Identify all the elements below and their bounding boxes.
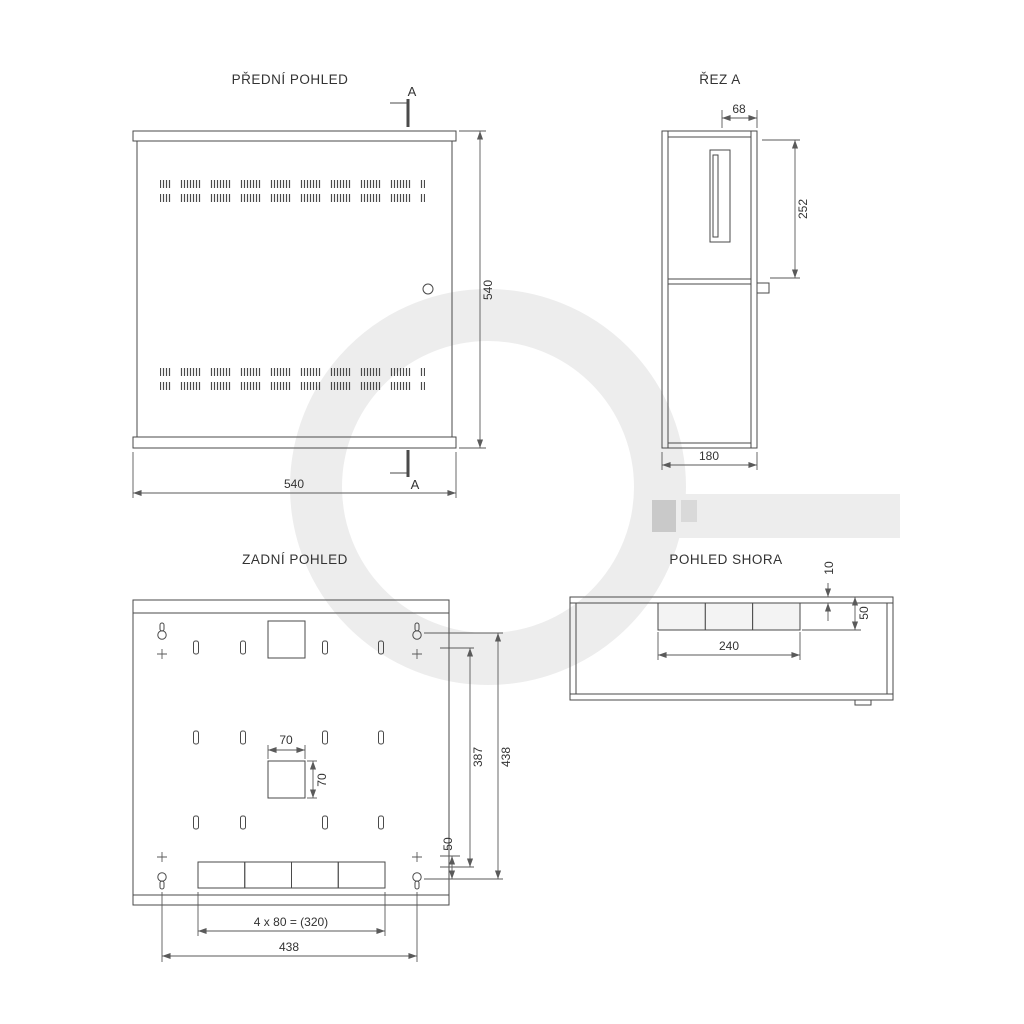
section-cut-mark-top: A (390, 84, 417, 127)
dim-section-door-depth-label: 68 (732, 102, 746, 116)
dim-rear-bottom-offset: 50 (440, 837, 460, 879)
cable-knockout (244, 861, 292, 889)
vent-slot-row (160, 180, 425, 188)
mounting-keyhole (412, 622, 422, 640)
dim-rear-bottom-offset-label: 50 (441, 837, 455, 851)
section-component (709, 149, 731, 243)
knockout-square-top (267, 620, 306, 659)
section-cut-mark-bottom: A (390, 450, 420, 492)
center-cross-mark (412, 649, 422, 659)
cable-gland (704, 602, 754, 631)
watermark-ring (290, 289, 686, 685)
dim-square-height: 70 (307, 760, 329, 799)
rear-view: ZADNÍ POHLED (132, 552, 513, 962)
dim-square-height-label: 70 (315, 773, 329, 787)
dim-rear-mount-span: 438 (424, 632, 513, 880)
section-component-rail (712, 154, 719, 238)
rear-panel-outline (132, 599, 450, 906)
dim-front-height-label: 540 (481, 280, 495, 300)
dim-knockout-row-label: 4 x 80 = (320) (254, 915, 328, 929)
watermark-bit (652, 500, 676, 532)
dim-section-depth-label: 180 (699, 449, 719, 463)
section-mark-label-top: A (408, 84, 417, 99)
dim-top-lip-label: 10 (822, 561, 836, 575)
dim-section-depth: 180 (661, 449, 758, 470)
front-view-title: PŘEDNÍ POHLED (232, 72, 349, 87)
dim-square-width: 70 (267, 733, 306, 759)
dim-front-width-label: 540 (284, 477, 304, 491)
dim-rear-mount-span-label: 438 (499, 747, 513, 767)
knockout-square-middle (267, 760, 306, 799)
vent-slot-row (160, 382, 425, 390)
top-view-title: POHLED SHORA (669, 552, 782, 567)
key-watermark (290, 289, 900, 685)
cable-knockout (291, 861, 339, 889)
section-mark-label-bottom: A (411, 477, 420, 492)
section-latch (756, 282, 770, 294)
front-bottom-cap (132, 436, 457, 449)
cable-knockout-row (197, 861, 386, 889)
cable-knockout (337, 861, 386, 889)
section-view: ŘEZ A 68 252 180 (661, 72, 810, 470)
dim-rear-width: 438 (161, 892, 418, 962)
top-view-outline (569, 596, 894, 701)
vent-slot-row (160, 368, 425, 376)
cable-gland-block (657, 602, 801, 631)
watermark-bit-2 (681, 500, 697, 522)
front-view: PŘEDNÍ POHLED A A 540 540 (132, 72, 495, 498)
top-foot (854, 699, 872, 706)
dim-rear-inner-span: 387 (440, 647, 485, 868)
dim-gland-depth-label: 50 (857, 606, 871, 620)
center-cross-mark (412, 852, 422, 862)
dim-front-height: 540 (459, 130, 495, 449)
dim-section-component-height-label: 252 (796, 199, 810, 219)
vent-slot-grid (193, 640, 384, 830)
mounting-keyhole (157, 872, 167, 890)
vent-slot-row (160, 194, 425, 202)
front-top-cap (132, 130, 457, 142)
section-view-title: ŘEZ A (699, 72, 741, 87)
dim-square-width-label: 70 (279, 733, 293, 747)
dim-rear-inner-span-label: 387 (471, 747, 485, 767)
cable-knockout (197, 861, 246, 889)
mounting-keyhole (157, 622, 167, 640)
cable-gland (752, 602, 801, 631)
center-cross-mark (157, 852, 167, 862)
top-view: POHLED SHORA 10 50 240 (569, 552, 894, 706)
door-lock (422, 283, 434, 295)
dim-rear-width-label: 438 (279, 940, 299, 954)
dim-gland-width-label: 240 (719, 639, 739, 653)
dim-gland-depth: 50 (802, 597, 871, 631)
rear-view-title: ZADNÍ POHLED (242, 552, 348, 567)
dim-section-component-height: 252 (762, 139, 810, 279)
dim-section-door-depth: 68 (721, 102, 758, 128)
dim-gland-width: 240 (657, 632, 801, 660)
dim-front-width: 540 (132, 452, 457, 498)
dim-knockout-row: 4 x 80 = (320) (197, 892, 386, 936)
center-cross-mark (157, 649, 167, 659)
cable-gland (657, 602, 706, 631)
dim-top-lip: 10 (822, 561, 836, 621)
mounting-keyhole (412, 872, 422, 890)
